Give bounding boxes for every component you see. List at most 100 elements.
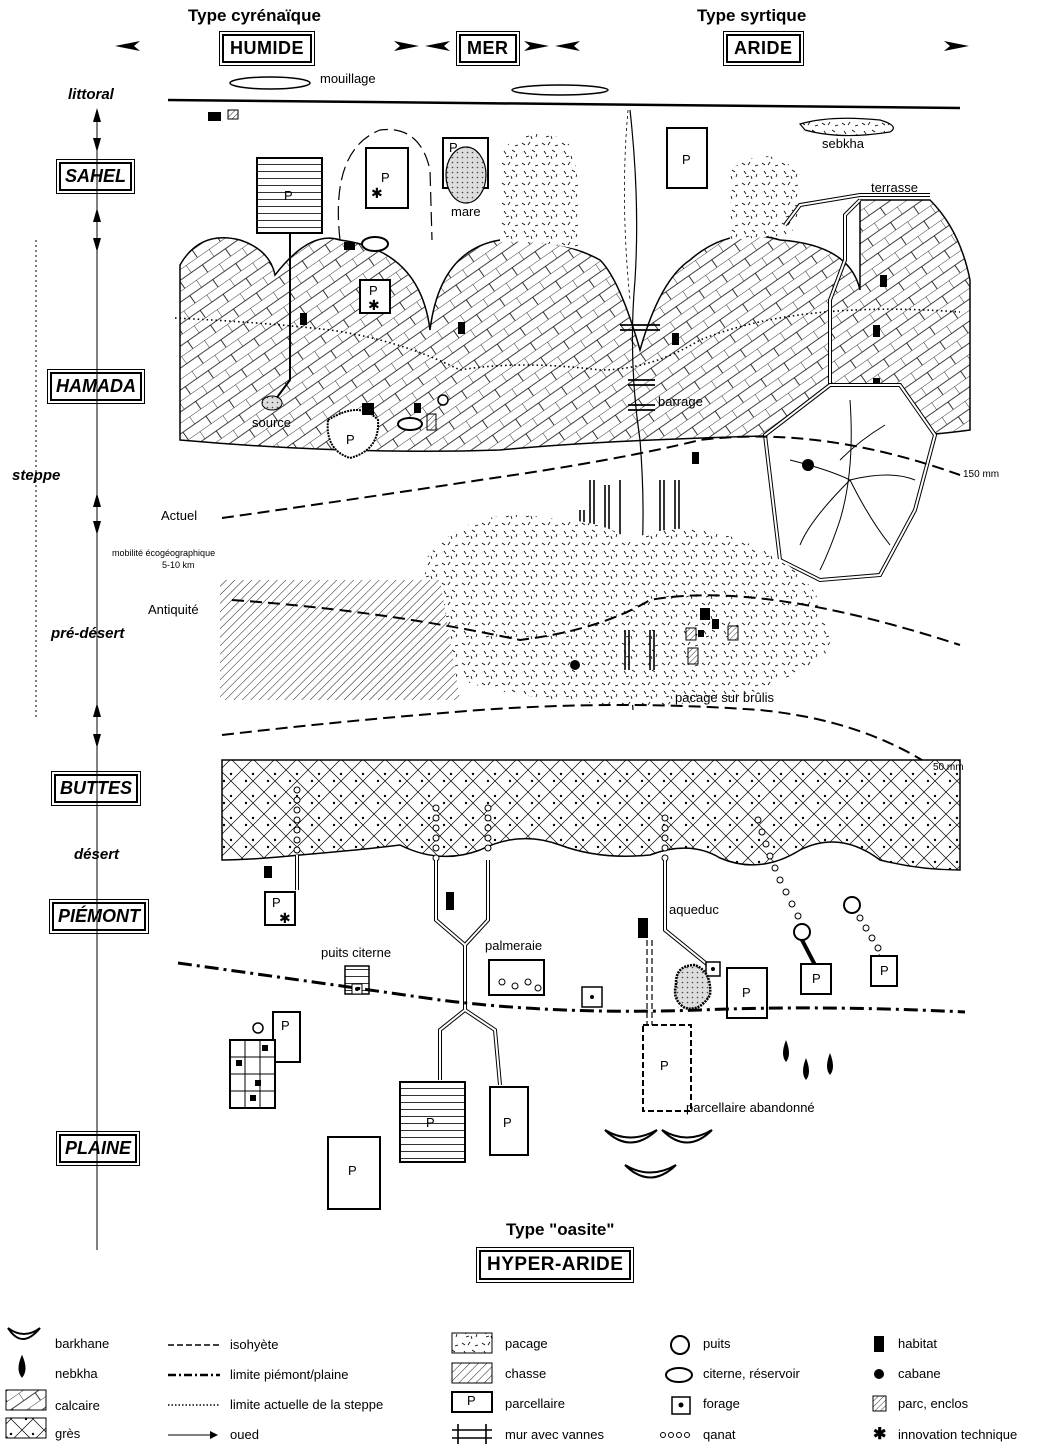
sebkha-shape	[798, 117, 894, 137]
reservoir-shape	[673, 963, 712, 1010]
label-mouillage: mouillage	[320, 71, 376, 86]
terrasse-wall-1-inner	[784, 194, 930, 226]
label-pacage-brulis: pacage sur brûlis	[675, 690, 774, 705]
label-sebkha: sebkha	[822, 136, 864, 151]
parcellaire-13	[327, 1136, 381, 1210]
aqueduc-abandonne	[646, 940, 653, 1025]
zone-axis-arrows	[93, 108, 101, 748]
legend-p-symbol: P	[467, 1393, 476, 1408]
gres-buttes	[221, 759, 961, 871]
steppe-limit	[174, 308, 961, 371]
aqueducts	[295, 855, 882, 1086]
legend-isohyete: isohyète	[230, 1337, 279, 1352]
label-actuel: Actuel	[161, 508, 198, 523]
zone-desert: désert	[74, 846, 120, 863]
aqueducts-inner	[296, 855, 709, 1086]
citerne-2	[397, 417, 423, 431]
enclosure-oueds	[789, 399, 916, 571]
label-150mm: 150 mm	[963, 469, 1000, 480]
zone-buttes: BUTTES	[51, 771, 141, 806]
p-label: P	[381, 170, 390, 185]
hyper-aride-label: HYPER-ARIDE	[475, 1247, 635, 1283]
puits-2	[793, 923, 811, 941]
mare-shape	[445, 146, 487, 204]
p-label: P	[369, 283, 378, 298]
forage-2-dot	[590, 995, 594, 999]
parcellaire-grid-lines	[230, 1040, 275, 1108]
p-label: P	[503, 1115, 512, 1130]
legend-chasse: chasse	[505, 1366, 547, 1381]
habitats-predesert	[698, 608, 719, 637]
legend-habitat: habitat	[898, 1336, 938, 1351]
mer-label: MER	[456, 31, 520, 66]
enclosure-inner	[763, 384, 937, 582]
parc-1	[227, 109, 239, 120]
mouillage-shape	[229, 76, 311, 90]
legend-mur-vannes: mur avec vannes	[505, 1427, 604, 1442]
innovation-star-icon: ✱	[873, 1426, 887, 1443]
p-label: P	[346, 432, 355, 447]
parcellaire-11	[399, 1081, 466, 1163]
legend-gres: grès	[55, 1426, 81, 1441]
parcellaire-abandonne-shape	[642, 1024, 692, 1112]
label-mobilite: mobilité écogéographique	[112, 548, 216, 558]
zone-sahel: SAHEL	[55, 159, 136, 194]
pacage-sahel	[500, 133, 580, 250]
innovation-star-icon: ✱	[371, 185, 383, 201]
legend-barkhane: barkhane	[55, 1336, 110, 1351]
legend-cabane: cabane	[898, 1366, 941, 1381]
legend-symbols	[5, 1327, 887, 1444]
p-label: P	[281, 1018, 290, 1033]
legend-pacage: pacage	[505, 1336, 548, 1351]
legend-citerne: citerne, réservoir	[703, 1366, 800, 1381]
p-label: P	[426, 1115, 435, 1130]
header-arrows	[115, 41, 969, 51]
parcellaire-5	[326, 409, 380, 460]
label-mare: mare	[451, 204, 481, 219]
label-palmeraie: palmeraie	[485, 938, 543, 953]
legend-parc: parc, enclos	[898, 1396, 969, 1411]
nebkhas	[783, 1040, 833, 1080]
parc-5	[687, 647, 699, 665]
p-label: P	[812, 971, 821, 986]
parcellaire-4	[666, 127, 708, 189]
zone-plaine: PLAINE	[55, 1131, 141, 1166]
source-shape	[261, 395, 283, 411]
legend-qanat: qanat	[703, 1427, 736, 1442]
puits-1	[437, 394, 449, 406]
barkhanes	[604, 1129, 713, 1179]
label-source: source	[252, 415, 292, 430]
canal-1	[274, 233, 291, 401]
p-label: P	[660, 1058, 669, 1073]
footer-type-label: Type "oasite"	[506, 1220, 615, 1239]
right-type-label: Type syrtique	[697, 6, 807, 25]
parcellaire-2	[365, 147, 409, 209]
cabane-1	[802, 459, 814, 471]
zone-pre-desert: pré-désert	[51, 625, 125, 642]
legend-calcaire: calcaire	[55, 1398, 100, 1413]
parcellaire-10	[272, 1011, 301, 1063]
p-label: P	[284, 188, 293, 203]
label-aqueduc: aqueduc	[669, 902, 719, 917]
label-mobilite-distance: 5-10 km	[162, 560, 195, 570]
zone-piemont: PIÉMONT	[48, 899, 150, 934]
label-puits-citerne: puits citerne	[321, 945, 392, 960]
palmeraie-trees	[498, 978, 542, 992]
isohyete-150	[221, 435, 961, 519]
mur-vannes-predesert	[624, 630, 655, 670]
legend-limite-steppe: limite actuelle de la steppe	[230, 1397, 384, 1412]
innovation-star-icon: ✱	[368, 297, 380, 313]
p-label: P	[682, 152, 691, 167]
label-barrage: barrage	[658, 394, 703, 409]
legend-nebkha: nebkha	[55, 1366, 98, 1381]
legend-innovation: innovation technique	[898, 1427, 1018, 1442]
legend-oued: oued	[230, 1427, 259, 1442]
pacage-limit	[337, 128, 433, 241]
coastline	[167, 98, 961, 110]
habitats-piemont	[264, 866, 648, 938]
aride-label: ARIDE	[723, 31, 804, 66]
p-label: P	[348, 1163, 357, 1178]
legend-puits: puits	[703, 1336, 731, 1351]
